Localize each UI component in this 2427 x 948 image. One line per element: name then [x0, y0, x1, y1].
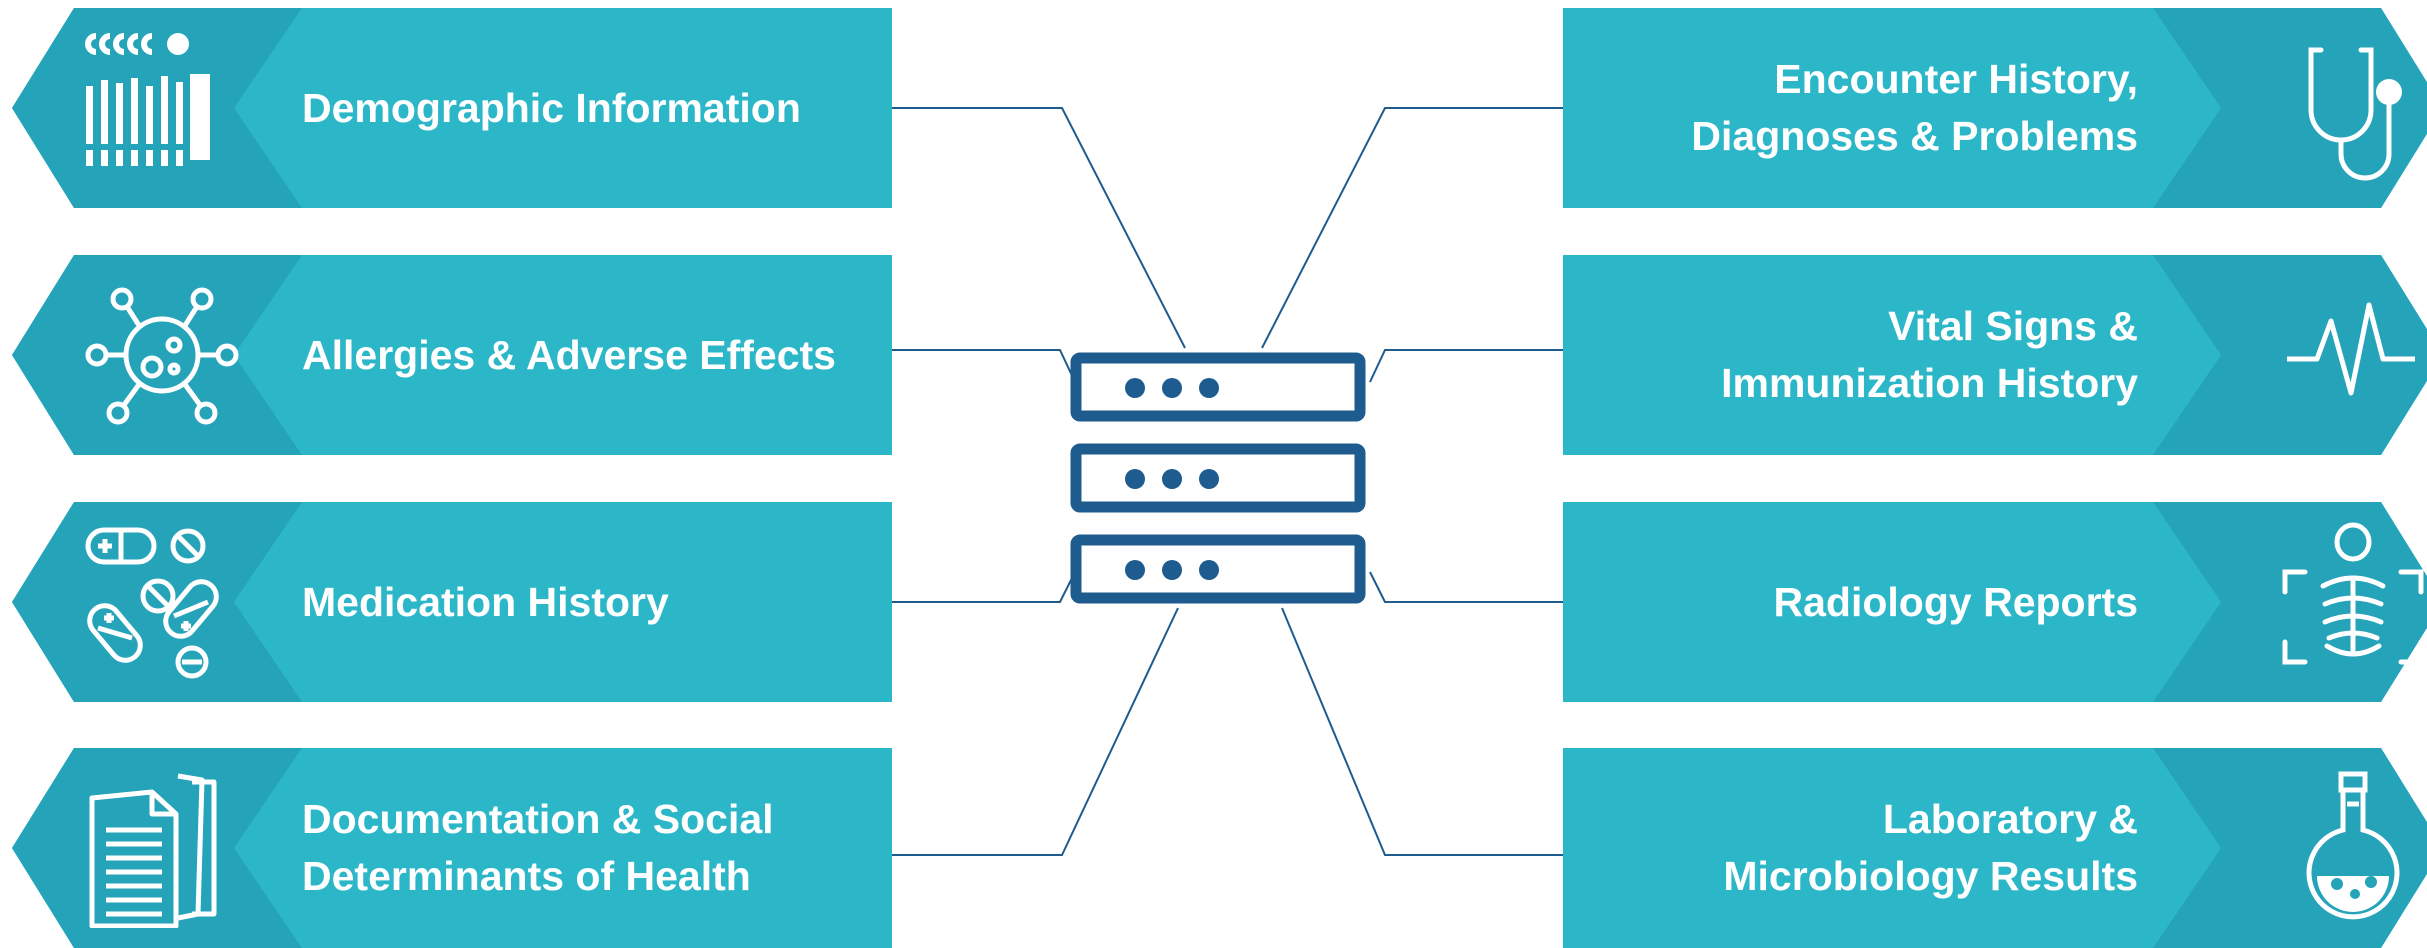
panel-background	[1563, 255, 2427, 455]
label-line: Encounter History,	[1774, 56, 2138, 102]
panel-label: Demographic Information	[302, 8, 801, 208]
panel-label: Allergies & Adverse Effects	[302, 255, 836, 455]
connector-laboratory	[1281, 607, 1563, 856]
panel-medication-history: Medication History	[12, 502, 892, 702]
panel-label: Vital Signs & Immunization History	[1721, 255, 2138, 455]
connector-medication	[882, 571, 1076, 603]
panel-label: Encounter History, Diagnoses & Problems	[1691, 8, 2138, 208]
barcode-icon	[85, 33, 210, 166]
pills-icon	[85, 527, 219, 679]
label-line: Documentation & Social	[302, 796, 774, 842]
connector-allergies	[882, 349, 1076, 383]
label-line: Radiology Reports	[1773, 578, 2138, 625]
label-line: Medication History	[302, 578, 669, 625]
connector-demographic	[882, 107, 1186, 349]
panel-background	[12, 748, 892, 948]
panel-background	[1563, 8, 2427, 208]
panel-label: Laboratory & Microbiology Results	[1723, 748, 2138, 948]
label-line: Immunization History	[1721, 360, 2138, 406]
panel-background	[12, 8, 892, 208]
server-stack-icon	[1070, 352, 1366, 604]
panel-label: Documentation & Social Determinants of H…	[302, 748, 774, 948]
connector-encounter	[1261, 107, 1563, 349]
panel-label: Radiology Reports	[1774, 502, 2138, 702]
panel-background	[12, 502, 892, 702]
panel-encounter-history: Encounter History, Diagnoses & Problems	[1563, 8, 2427, 208]
documents-icon	[89, 773, 217, 928]
label-line: Vital Signs &	[1888, 303, 2138, 349]
panel-vital-signs-immunization: Vital Signs & Immunization History	[1563, 255, 2427, 455]
panel-documentation-social-determinants: Documentation & Social Determinants of H…	[12, 748, 892, 948]
connector-radiology	[1369, 571, 1563, 603]
label-line: Microbiology Results	[1723, 853, 2138, 899]
label-line: Allergies & Adverse Effects	[302, 331, 836, 378]
label-line: Determinants of Health	[302, 853, 751, 899]
connector-documentation	[882, 607, 1179, 856]
label-line: Laboratory &	[1882, 796, 2138, 842]
connector-vitals	[1369, 349, 1563, 383]
panel-label: Medication History	[302, 502, 669, 702]
panel-background	[12, 255, 892, 455]
label-line: Diagnoses & Problems	[1691, 113, 2138, 159]
panel-radiology-reports: Radiology Reports	[1563, 502, 2427, 702]
label-line: Demographic Information	[302, 84, 801, 131]
heartbeat-icon	[2287, 302, 2415, 396]
virus-icon	[85, 287, 239, 425]
panel-allergies-adverse-effects: Allergies & Adverse Effects	[12, 255, 892, 455]
panel-laboratory-microbiology: Laboratory & Microbiology Results	[1563, 748, 2427, 948]
xray-scan-icon	[2282, 522, 2424, 665]
lab-flask-icon	[2306, 771, 2400, 920]
panel-demographic-information: Demographic Information	[12, 8, 892, 208]
stethoscope-icon	[2308, 47, 2402, 181]
